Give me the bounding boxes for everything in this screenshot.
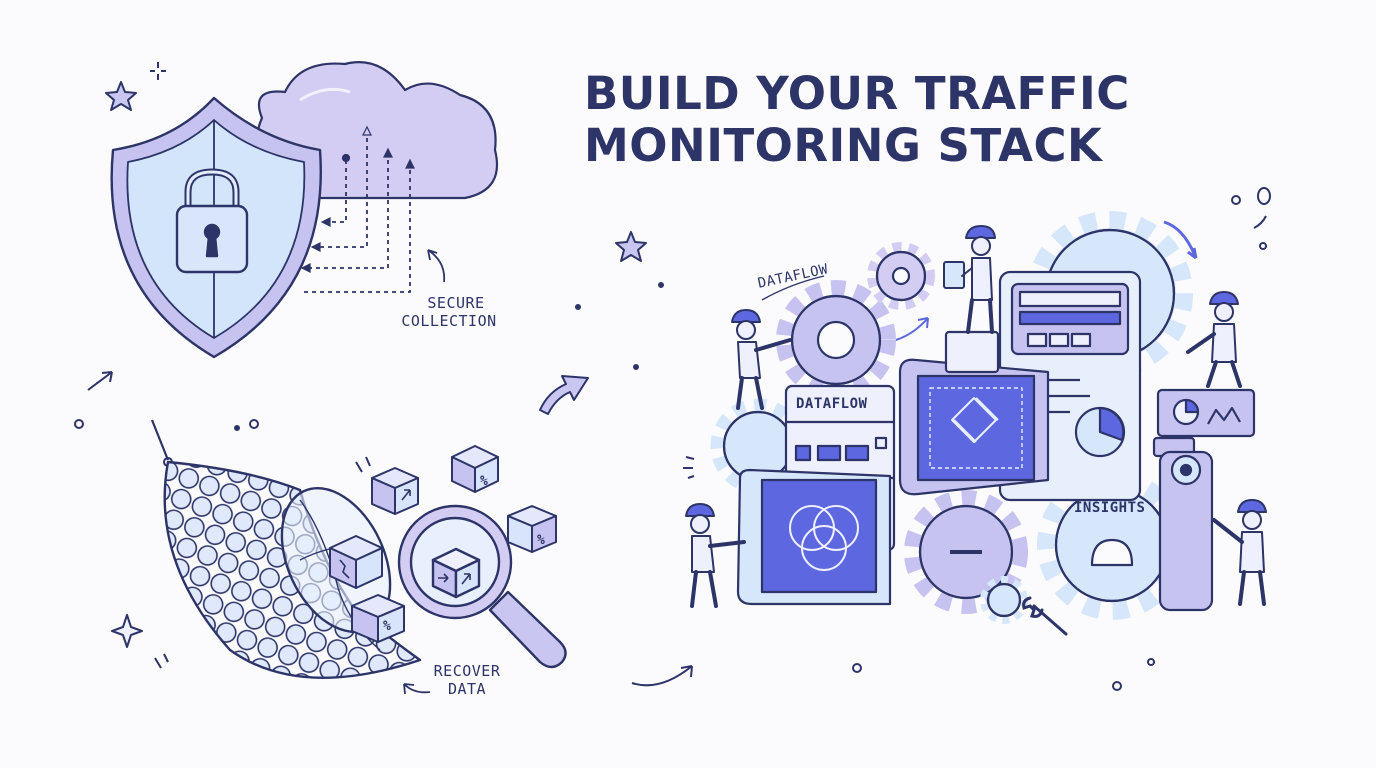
stack-arrows [761,220,1198,341]
label-pointer-arrow [403,683,431,695]
insights-label: INSIGHTS [1074,500,1146,516]
blueprint-icon [736,468,892,606]
secure-label-line-1: SECURE [427,294,485,312]
label-pointer-arrow [427,249,446,283]
sparkle-icon [105,81,647,648]
pedestal [944,330,1000,374]
dataflow-panel-label: DATAFLOW [796,396,868,412]
wrench-icon [1022,596,1068,636]
big-arrow-icon [539,375,589,415]
secure-label-line-2: COLLECTION [401,312,497,330]
cube-percent-label: % [383,619,391,634]
magnifying-glass-icon [397,504,567,669]
page-title: BUILD YOUR TRAFFIC MONITORING STACK [584,68,1184,172]
chart-panel-icon [1152,388,1256,612]
recover-data-label: RECOVER DATA [430,662,504,698]
section-arrows [87,371,693,687]
arrow-heads [300,125,415,273]
sparkle-dots [74,62,1271,691]
cube-percent-label: % [480,474,488,489]
secure-collection-label: SECURE COLLECTION [401,294,502,330]
cube-percent-label: % [537,533,545,548]
blueprint-icon [898,358,1050,496]
worker-icon [685,225,1267,608]
dashed-flow-arrows [302,138,411,293]
recover-label-line-1: RECOVER [433,662,501,680]
title-line-1: BUILD YOUR TRAFFIC [584,67,1130,120]
lock-icon [175,168,249,274]
title-line-2: MONITORING STACK [584,119,1103,172]
recover-label-line-2: DATA [447,680,487,698]
data-cube-icon [329,445,557,643]
